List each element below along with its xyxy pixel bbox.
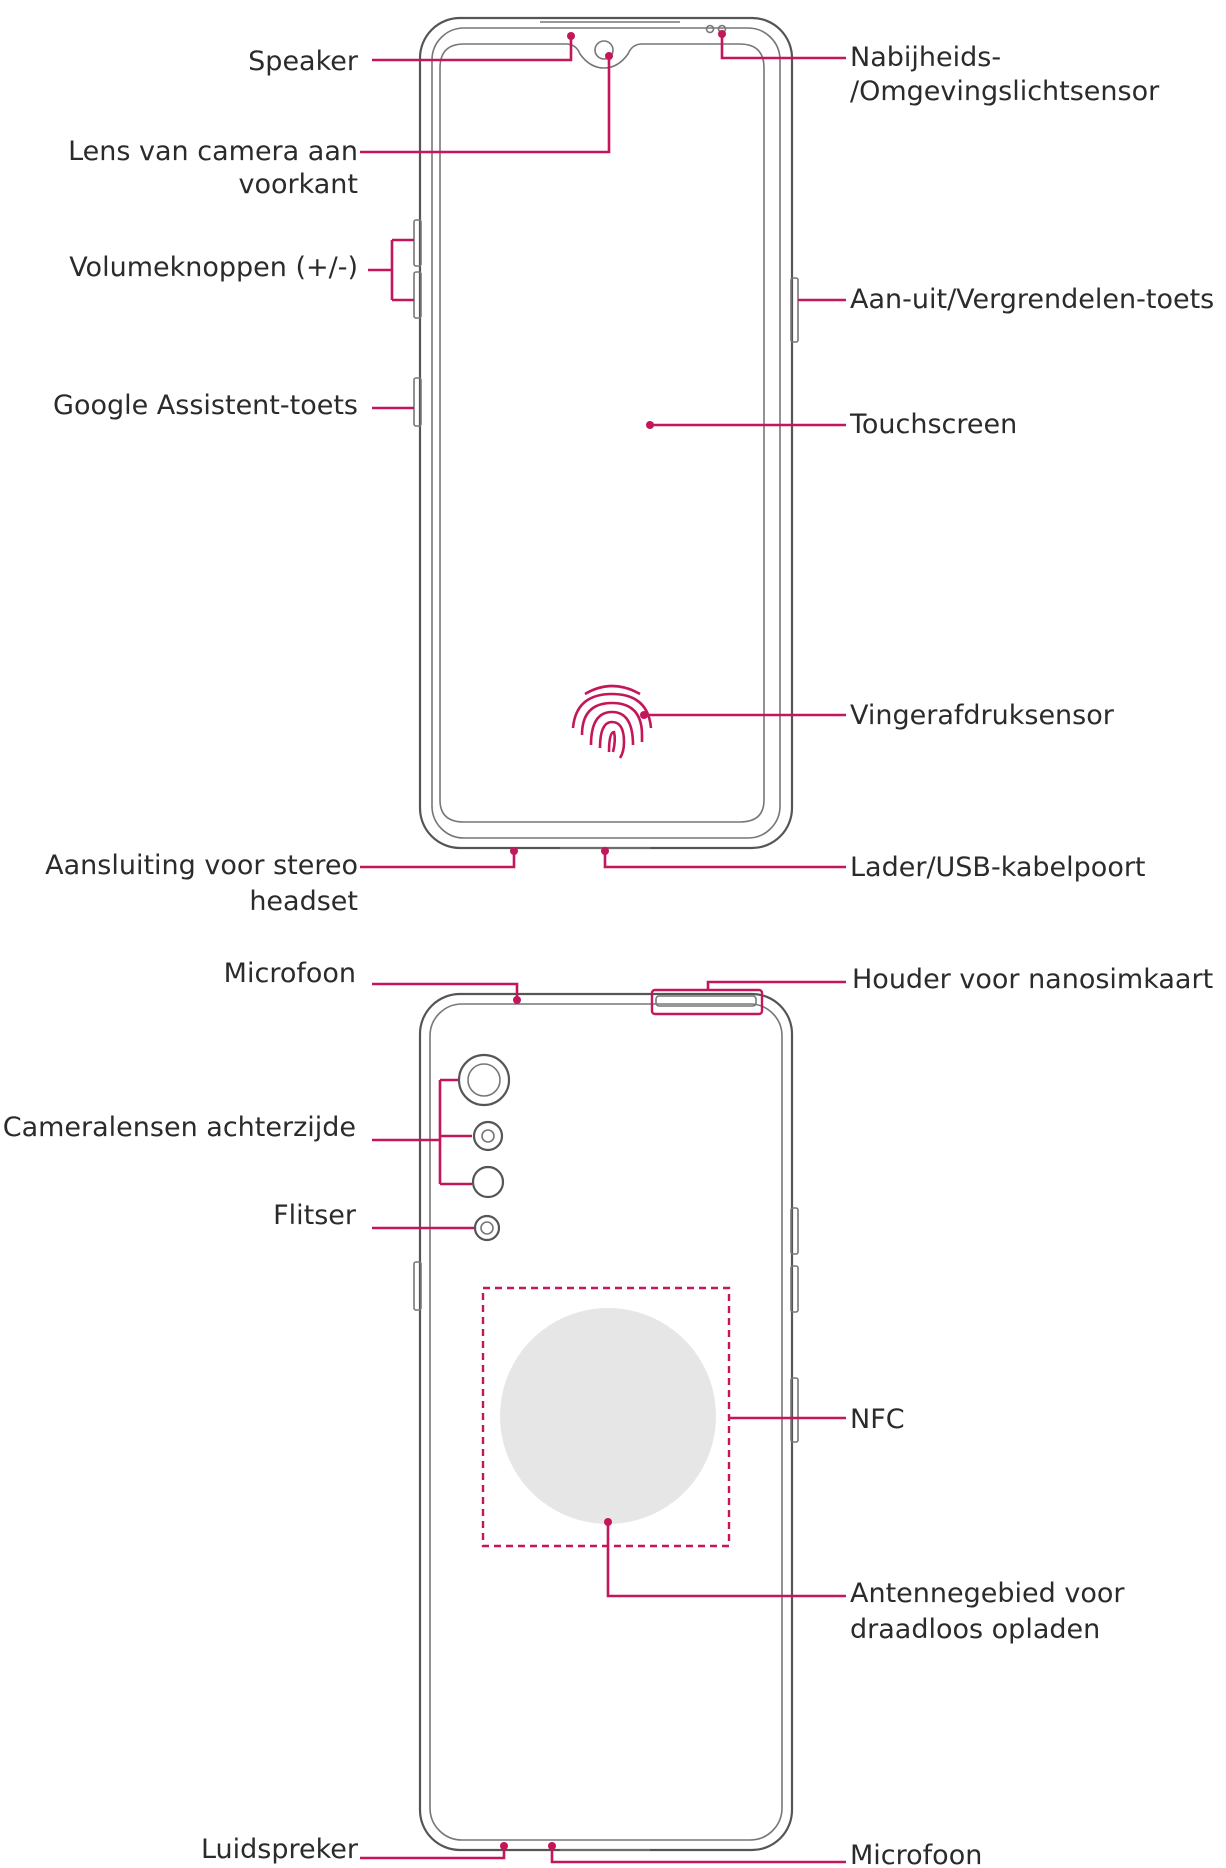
back-labels: Microfoon Cameralensen achterzijde Flits… xyxy=(3,958,1213,1868)
front-leaders xyxy=(360,30,846,869)
fingerprint-icon xyxy=(571,684,653,759)
label-charger: Lader/USB-kabelpoort xyxy=(850,852,1146,883)
front-phone xyxy=(413,16,799,850)
label-sim-tray: Houder voor nanosimkaart xyxy=(852,964,1213,995)
label-nfc: NFC xyxy=(850,1404,905,1435)
label-front-camera-1: Lens van camera aan xyxy=(68,136,358,167)
label-rear-cameras: Cameralensen achterzijde xyxy=(3,1112,356,1143)
label-speaker: Speaker xyxy=(248,46,359,77)
charger-leader xyxy=(603,853,846,869)
speaker-leader xyxy=(372,38,573,62)
label-proximity-2: /Omgevingslichtsensor xyxy=(850,76,1160,107)
label-proximity-1: Nabijheids- xyxy=(850,42,1001,73)
label-assistant: Google Assistent-toets xyxy=(53,390,358,421)
label-headset-2: headset xyxy=(249,886,358,917)
front-camera-leader xyxy=(360,56,611,154)
label-fingerprint: Vingerafdruksensor xyxy=(850,700,1115,731)
label-power: Aan-uit/Vergrendelen-toets xyxy=(850,284,1214,315)
wireless-antenna-leader xyxy=(606,1524,846,1598)
sim-tray-leader xyxy=(706,980,846,990)
label-microphone-bottom: Microfoon xyxy=(850,1840,982,1868)
headset-leader xyxy=(360,853,516,869)
back-phone xyxy=(413,988,799,1852)
label-headset-1: Aansluiting voor stereo xyxy=(45,850,358,881)
label-wireless-antenna-2: draadloos opladen xyxy=(850,1614,1100,1645)
charging-coil xyxy=(500,1308,716,1524)
label-front-camera-2: voorkant xyxy=(238,169,358,200)
microphone-bottom-leader xyxy=(550,1848,846,1864)
label-volume: Volumeknoppen (+/-) xyxy=(69,252,358,283)
label-loudspeaker: Luidspreker xyxy=(201,1834,359,1865)
loudspeaker-leader xyxy=(360,1848,506,1860)
label-touchscreen: Touchscreen xyxy=(849,409,1017,440)
back-leaders xyxy=(360,980,846,1864)
proximity-leader xyxy=(720,36,846,60)
label-microphone-top: Microfoon xyxy=(224,958,356,989)
front-labels: Speaker Lens van camera aan voorkant Vol… xyxy=(45,42,1214,917)
microphone-top-leader xyxy=(372,982,519,998)
volume-leader xyxy=(368,238,414,302)
rear-cameras-leader xyxy=(372,1078,472,1186)
label-flash: Flitser xyxy=(273,1200,357,1231)
label-wireless-antenna-1: Antennegebied voor xyxy=(850,1578,1125,1609)
